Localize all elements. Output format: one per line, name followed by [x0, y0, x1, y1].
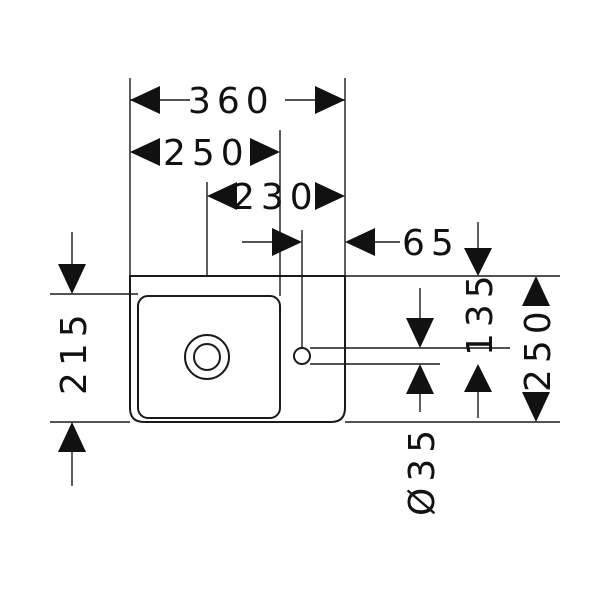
dim-250-top-label: 250 — [163, 133, 250, 174]
dim-overall-depth: 250 — [518, 276, 559, 422]
dim-215-label: 215 — [54, 308, 95, 395]
dim-360-label: 360 — [188, 81, 275, 122]
dim-diameter-35-label: Ø35 — [402, 424, 443, 516]
extension-lines — [50, 78, 560, 423]
dim-overall-width: 360 — [130, 81, 345, 122]
dim-tap-depth: 135 — [460, 222, 501, 418]
basin-outline — [129, 275, 346, 423]
tap-hole — [293, 347, 311, 365]
dim-depth-front: 215 — [54, 232, 95, 486]
dim-tap-hole-diameter: Ø35 — [402, 288, 443, 516]
dim-tap-offset: 230 — [207, 177, 345, 218]
dim-135-label: 135 — [460, 269, 501, 356]
drain-icon — [184, 334, 230, 380]
dim-65-label: 65 — [402, 223, 460, 264]
dim-250-right-label: 250 — [518, 305, 559, 392]
dim-right-margin: 65 — [242, 223, 460, 264]
dim-bowl-width: 250 — [130, 133, 280, 174]
dim-230-label: 230 — [232, 177, 319, 218]
